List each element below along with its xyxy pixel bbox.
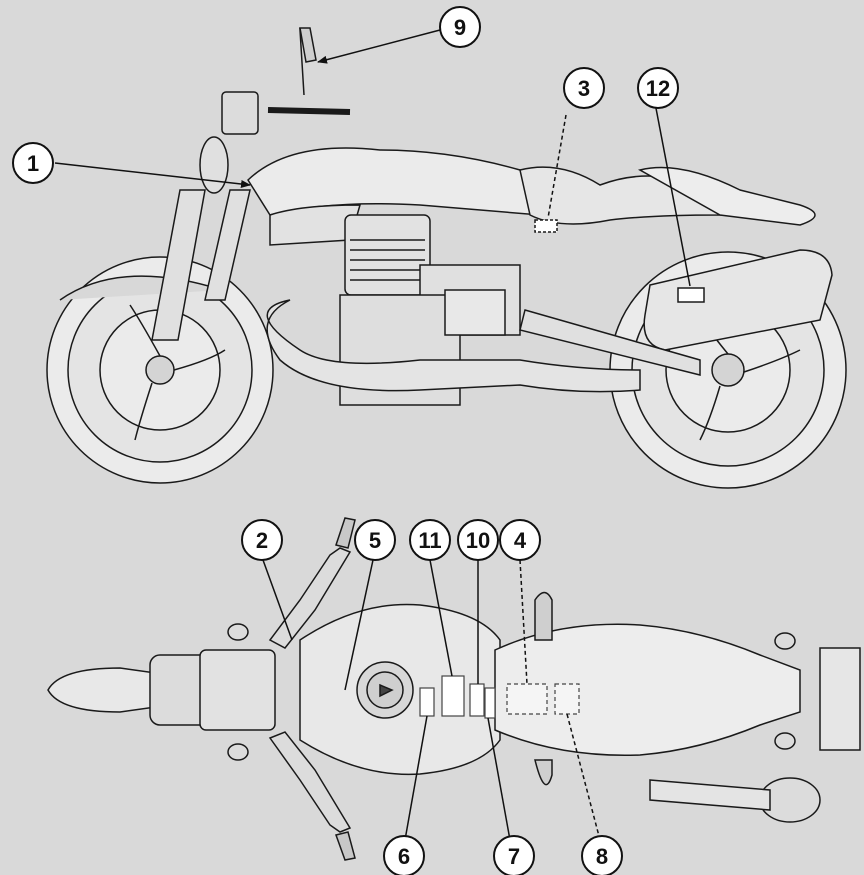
callout-12: 12 [637, 67, 679, 109]
front-wheel [46, 256, 274, 484]
seat-top [494, 623, 801, 757]
label-6-location [419, 687, 435, 717]
svg-text:10: 10 [466, 528, 490, 553]
callout-6: 6 [383, 835, 425, 875]
front-fork [151, 189, 206, 341]
svg-text:11: 11 [418, 528, 441, 553]
callout-4: 4 [499, 519, 541, 561]
svg-text:9: 9 [454, 15, 466, 40]
callout-10: 10 [457, 519, 499, 561]
callout-9: 9 [439, 6, 481, 48]
callout-2: 2 [241, 519, 283, 561]
label-11-location [441, 675, 465, 717]
svg-text:3: 3 [578, 76, 590, 101]
label-12-location [677, 287, 705, 303]
svg-text:12: 12 [646, 76, 670, 101]
side-view-leaders [54, 29, 691, 287]
top-view-motorcycle [47, 517, 861, 861]
callout-3: 3 [563, 67, 605, 109]
svg-text:6: 6 [398, 844, 410, 869]
callout-8: 8 [581, 835, 623, 875]
svg-text:5: 5 [369, 528, 381, 553]
label-10-location [469, 683, 485, 717]
exhaust-headers [266, 299, 641, 393]
front-fender-top [47, 667, 171, 713]
callout-1: 1 [12, 142, 54, 184]
callout-5: 5 [354, 519, 396, 561]
callout-7: 7 [493, 835, 535, 875]
svg-text:8: 8 [596, 844, 608, 869]
headlight [199, 136, 229, 194]
right-handlebar [268, 731, 352, 833]
callout-11: 11 [409, 519, 451, 561]
label-8-location [554, 683, 580, 715]
fuel-tank [247, 147, 548, 216]
svg-text:7: 7 [508, 844, 520, 869]
top-view-leaders [262, 559, 601, 841]
label-4-location [506, 683, 548, 715]
svg-text:4: 4 [514, 528, 527, 553]
left-handlebar [268, 547, 352, 649]
top-view-label-patches [419, 675, 580, 719]
svg-text:2: 2 [256, 528, 268, 553]
label-7-location [484, 687, 496, 719]
label-3-location [534, 219, 558, 233]
svg-text:1: 1 [27, 151, 39, 176]
muffler [643, 249, 833, 351]
side-view-motorcycle [46, 27, 847, 489]
